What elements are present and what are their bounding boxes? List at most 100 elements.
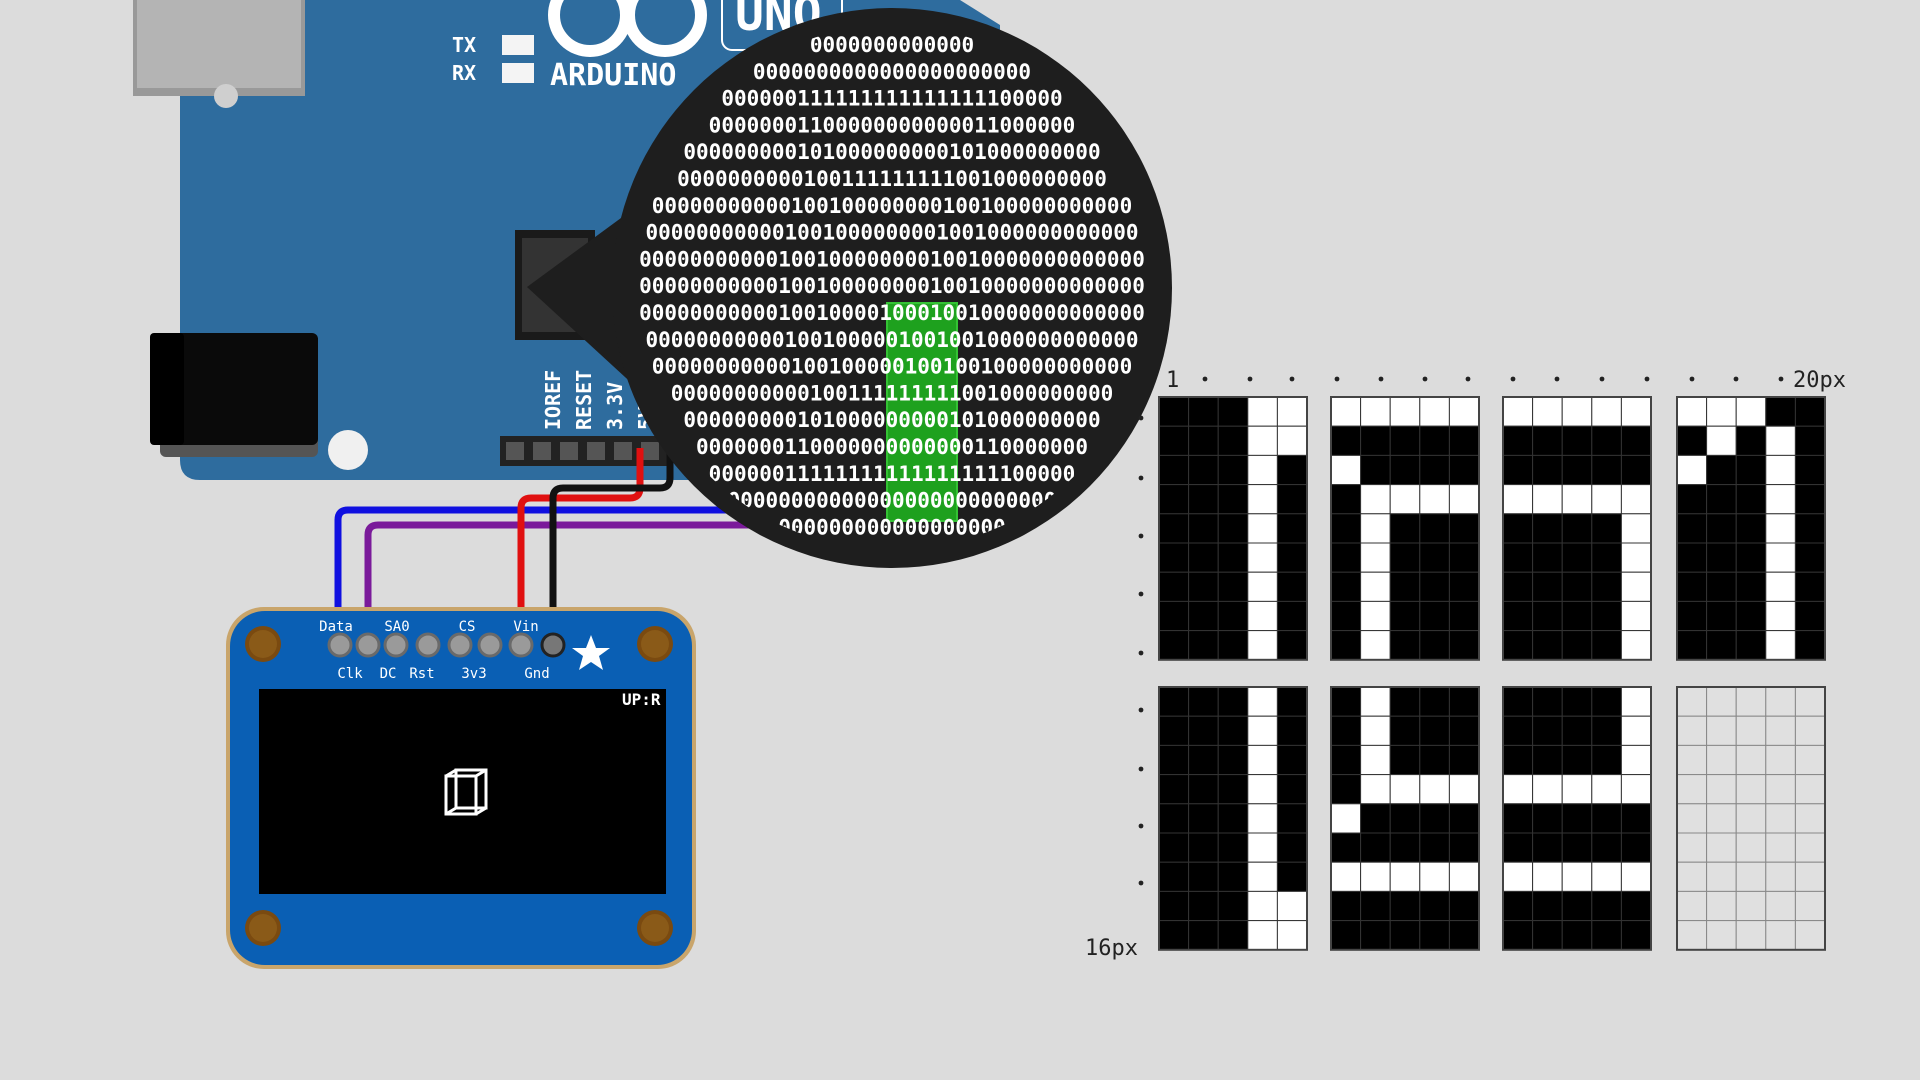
oled-pin[interactable] [477, 632, 503, 658]
pixel [1676, 890, 1708, 922]
pixel [1765, 396, 1796, 427]
oled-pin[interactable] [540, 632, 566, 658]
pixel [1419, 454, 1450, 486]
pixel [1158, 803, 1190, 834]
pixel [1330, 920, 1362, 951]
header-socket [506, 442, 524, 460]
oled-pin[interactable] [383, 632, 409, 658]
oled-pin[interactable] [508, 632, 534, 658]
pixel [1735, 803, 1767, 834]
pixel [1188, 890, 1219, 922]
pixel [1360, 861, 1391, 892]
pixel [1620, 542, 1652, 573]
pixel [1448, 686, 1480, 717]
glyph-border [1502, 686, 1652, 951]
pixel [1276, 774, 1308, 805]
pixel [1532, 920, 1563, 951]
data-wire[interactable] [334, 506, 760, 645]
pixel [1532, 454, 1563, 486]
oled-pin-label-top: Vin [513, 619, 538, 635]
mounting-holes [245, 626, 673, 946]
pixel [1765, 890, 1796, 922]
oled-pin[interactable] [447, 632, 473, 658]
pixel [1448, 803, 1480, 834]
pixel [1188, 832, 1219, 863]
pixel [1591, 454, 1622, 486]
pixel [1419, 744, 1450, 776]
column-tick [1689, 376, 1695, 382]
pixel [1419, 484, 1450, 515]
clk-wire[interactable] [364, 521, 760, 645]
pixel [1247, 513, 1278, 544]
pixel [1330, 890, 1362, 922]
pixel [1188, 542, 1219, 573]
oled-pin[interactable] [327, 632, 353, 658]
binary-row: 000000000101000000000101000000000 [683, 140, 1100, 164]
pixel [1360, 744, 1391, 776]
pixel [1765, 803, 1796, 834]
arduino-logo: ARDUINO [548, 0, 707, 93]
pixel [1158, 513, 1190, 544]
gnd-wire[interactable] [549, 448, 674, 645]
glyph-cell-block [1330, 396, 1480, 661]
pixel [1502, 630, 1534, 661]
pixel [1360, 513, 1391, 544]
pixel [1217, 715, 1249, 746]
pixel [1591, 396, 1622, 427]
pixel [1419, 686, 1450, 717]
pixel [1765, 630, 1796, 661]
pixel [1330, 454, 1362, 486]
pixel [1765, 832, 1796, 863]
pixel [1794, 774, 1826, 805]
header-pin-label: 3.3V [603, 382, 627, 430]
binary-row: 000000000000000000 [778, 515, 1006, 539]
glyph-border [1158, 396, 1308, 661]
pixel [1389, 425, 1421, 456]
pixel [1448, 571, 1480, 602]
pixel [1561, 832, 1593, 863]
pixel [1561, 396, 1593, 427]
pixel [1419, 861, 1450, 892]
pixel [1389, 686, 1421, 717]
pixel [1561, 920, 1593, 951]
pixel [1419, 715, 1450, 746]
binary-row: 00000000000000000000000000 [728, 489, 1057, 513]
pixel [1532, 861, 1563, 892]
pixel [1532, 715, 1563, 746]
rx-led [502, 63, 534, 83]
screen-status-text: UP:R [622, 690, 661, 709]
pixel [1188, 715, 1219, 746]
binary-row: 000000000001001000000001001000000000000 [645, 221, 1138, 245]
pixel [1276, 484, 1308, 515]
column-tick [1378, 376, 1384, 382]
binary-row: 0000000000010010000000010010000000000000 [639, 274, 1145, 298]
pixel [1217, 484, 1249, 515]
pixel [1591, 425, 1622, 456]
pixel [1620, 513, 1652, 544]
pixel [1247, 744, 1278, 776]
pixel [1794, 542, 1826, 573]
binary-row: 000000000101000000000101000000000 [683, 408, 1100, 432]
column-tick [1465, 376, 1471, 382]
pixel [1419, 425, 1450, 456]
pixel [1389, 774, 1421, 805]
pixel [1620, 425, 1652, 456]
pixel [1561, 890, 1593, 922]
pixel [1502, 832, 1534, 863]
oled-pin[interactable] [355, 632, 381, 658]
pixel [1765, 542, 1796, 573]
pixel [1561, 454, 1593, 486]
oled-pin[interactable] [415, 632, 441, 658]
pixel [1735, 744, 1767, 776]
pixel [1188, 744, 1219, 776]
pixel [1676, 513, 1708, 544]
pixel [1247, 542, 1278, 573]
pixel [1188, 571, 1219, 602]
pixel [1448, 890, 1480, 922]
pixel [1620, 715, 1652, 746]
vin-wire[interactable] [517, 448, 644, 645]
pixel [1188, 861, 1219, 892]
pixel [1794, 832, 1826, 863]
